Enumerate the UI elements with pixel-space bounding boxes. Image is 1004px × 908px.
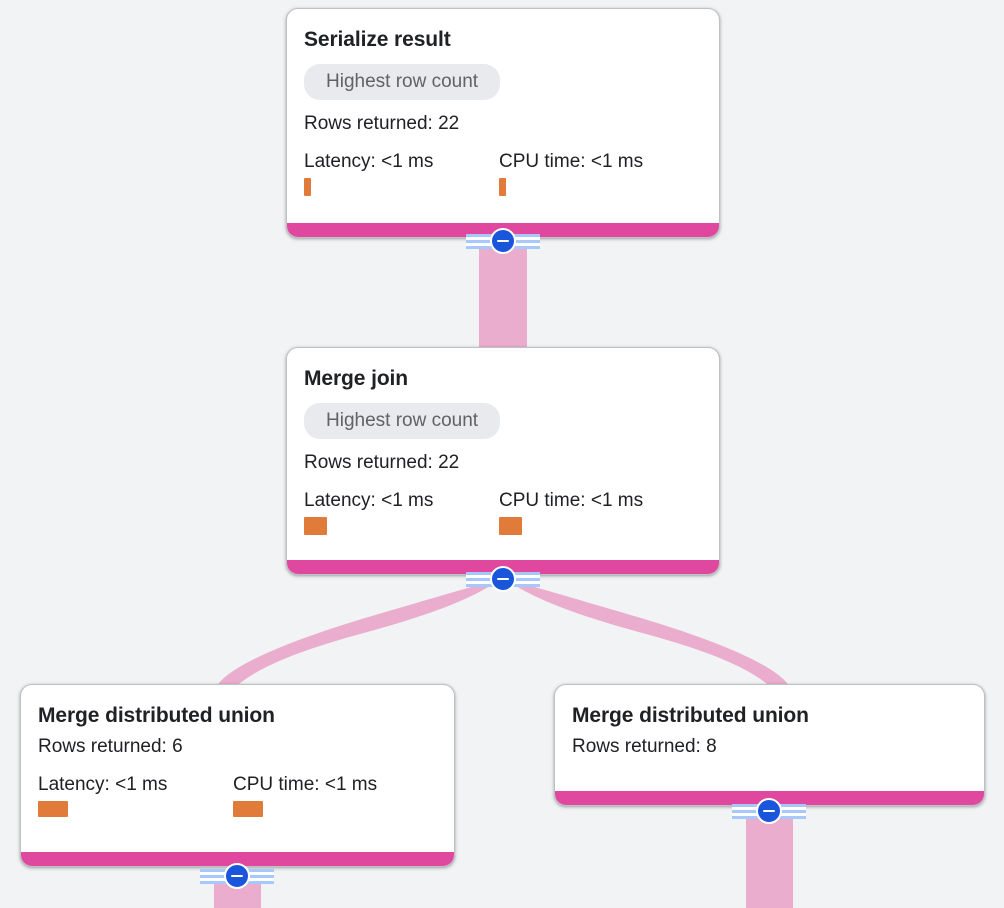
metric-cpu-time: CPU time: <1 ms [499,150,643,196]
node-merge-distributed-union-right[interactable]: Merge distributed union Rows returned: 8 [554,684,985,806]
node-title: Merge distributed union [572,704,809,727]
node-merge-join[interactable]: Merge join Highest row count Rows return… [286,347,720,575]
node-body: Serialize result Highest row count Rows … [287,9,719,210]
edge-serialize-to-merge-join [479,238,527,350]
collapse-toggle-union-right[interactable] [732,798,806,824]
metric-latency-label: Latency: <1 ms [38,774,168,795]
metric-latency: Latency: <1 ms [304,489,499,535]
metric-cpu-time-label: CPU time: <1 ms [499,490,644,511]
minus-circle-icon[interactable] [756,798,782,824]
metrics-row: Latency: <1 ms CPU time: <1 ms [304,150,702,196]
node-merge-distributed-union-left[interactable]: Merge distributed union Rows returned: 6… [20,684,455,867]
metric-latency-bar [38,801,68,817]
rows-returned-label: Rows returned: 22 [304,452,460,473]
metric-latency-bar [304,517,327,535]
node-body: Merge distributed union Rows returned: 6… [21,685,454,831]
node-title: Serialize result [304,28,451,51]
node-body: Merge join Highest row count Rows return… [287,348,719,549]
rows-returned-label: Rows returned: 22 [304,113,460,134]
metric-cpu-time-bar [499,517,522,535]
metric-cpu-time-bar [233,801,263,817]
metric-cpu-time-bar [499,178,506,196]
metric-latency: Latency: <1 ms [304,150,499,196]
collapse-toggle-merge-join[interactable] [466,566,540,592]
collapse-toggle-union-left[interactable] [200,863,274,889]
metric-latency: Latency: <1 ms [38,773,233,817]
metric-cpu-time: CPU time: <1 ms [499,489,643,535]
rows-returned-label: Rows returned: 6 [38,736,183,757]
node-footer-bar [21,852,454,866]
minus-circle-icon[interactable] [490,228,516,254]
metric-latency-label: Latency: <1 ms [304,490,434,511]
highest-row-count-chip: Highest row count [304,403,501,439]
node-title: Merge join [304,367,409,390]
metric-cpu-time-label: CPU time: <1 ms [233,774,378,795]
metrics-row: Latency: <1 ms CPU time: <1 ms [304,489,702,535]
metric-cpu-time-label: CPU time: <1 ms [499,151,644,172]
minus-circle-icon[interactable] [224,863,250,889]
node-title: Merge distributed union [38,704,275,727]
node-serialize-result[interactable]: Serialize result Highest row count Rows … [286,8,720,238]
rows-returned-label: Rows returned: 8 [572,736,717,757]
metric-latency-bar [304,178,311,196]
metrics-row: Latency: <1 ms CPU time: <1 ms [38,773,437,817]
node-body: Merge distributed union Rows returned: 8 [555,685,984,772]
metric-latency-label: Latency: <1 ms [304,151,434,172]
collapse-toggle-serialize-result[interactable] [466,228,540,254]
metric-cpu-time: CPU time: <1 ms [233,773,377,817]
minus-circle-icon[interactable] [490,566,516,592]
highest-row-count-chip: Highest row count [304,64,501,100]
